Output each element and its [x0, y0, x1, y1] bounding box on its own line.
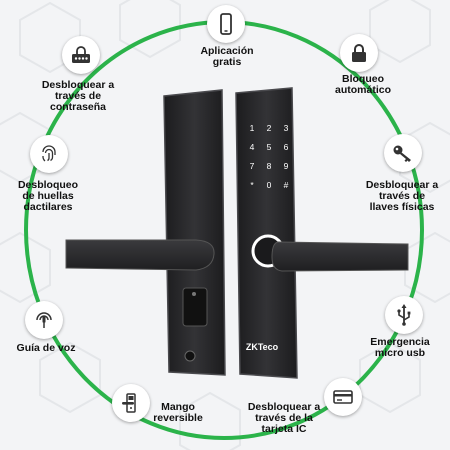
feature-label-fingerprint: Desbloqueo de huellas dactilares	[17, 179, 79, 213]
usb-icon	[385, 296, 423, 334]
card-icon	[324, 378, 362, 416]
keypad-key: 0	[267, 180, 272, 190]
padlock-icon	[340, 34, 378, 72]
back-panel	[163, 89, 226, 376]
front-handle	[271, 241, 409, 272]
keypad-key: #	[284, 180, 289, 190]
keypad-key: 3	[284, 123, 289, 133]
front-panel: 1 2 3 4 5 6 7 8 9 * 0 # ZKTeco	[235, 87, 298, 379]
back-handle	[65, 239, 215, 271]
smartphone-icon	[207, 5, 245, 43]
keypad-key: 1	[250, 123, 255, 133]
keypad-key: 9	[284, 161, 289, 171]
feature-label-voice: Guía de voz	[16, 342, 76, 354]
keypad: 1 2 3 4 5 6 7 8 9 * 0 #	[250, 123, 289, 190]
brand-logo: ZKTeco	[246, 342, 279, 352]
feature-label-app: Aplicación gratis	[200, 45, 254, 68]
feature-label-ic-card: Desbloquear a través de la tarjeta IC	[247, 401, 321, 435]
keypad-key: 2	[267, 123, 272, 133]
feature-label-auto-lock: Bloqueo automático	[334, 73, 391, 96]
fingerprint-icon	[30, 135, 68, 173]
feature-label-reversible: Mango reversible	[153, 401, 203, 424]
feature-label-password: Desbloquear a través de contraseña	[41, 79, 115, 113]
feature-label-physical-key: Desbloquear a través de llaves físicas	[365, 179, 439, 213]
keypad-key: 4	[250, 142, 255, 152]
keypad-key: 8	[267, 161, 272, 171]
key-icon	[384, 134, 422, 172]
feature-label-usb: Emergencia micro usb	[370, 336, 430, 359]
password-lock-icon	[62, 36, 100, 74]
keypad-key: 5	[267, 142, 272, 152]
voice-icon	[25, 301, 63, 339]
door-handle-icon	[112, 384, 150, 422]
keypad-key: 7	[250, 161, 255, 171]
keypad-key: *	[250, 180, 254, 190]
keypad-key: 6	[284, 142, 289, 152]
